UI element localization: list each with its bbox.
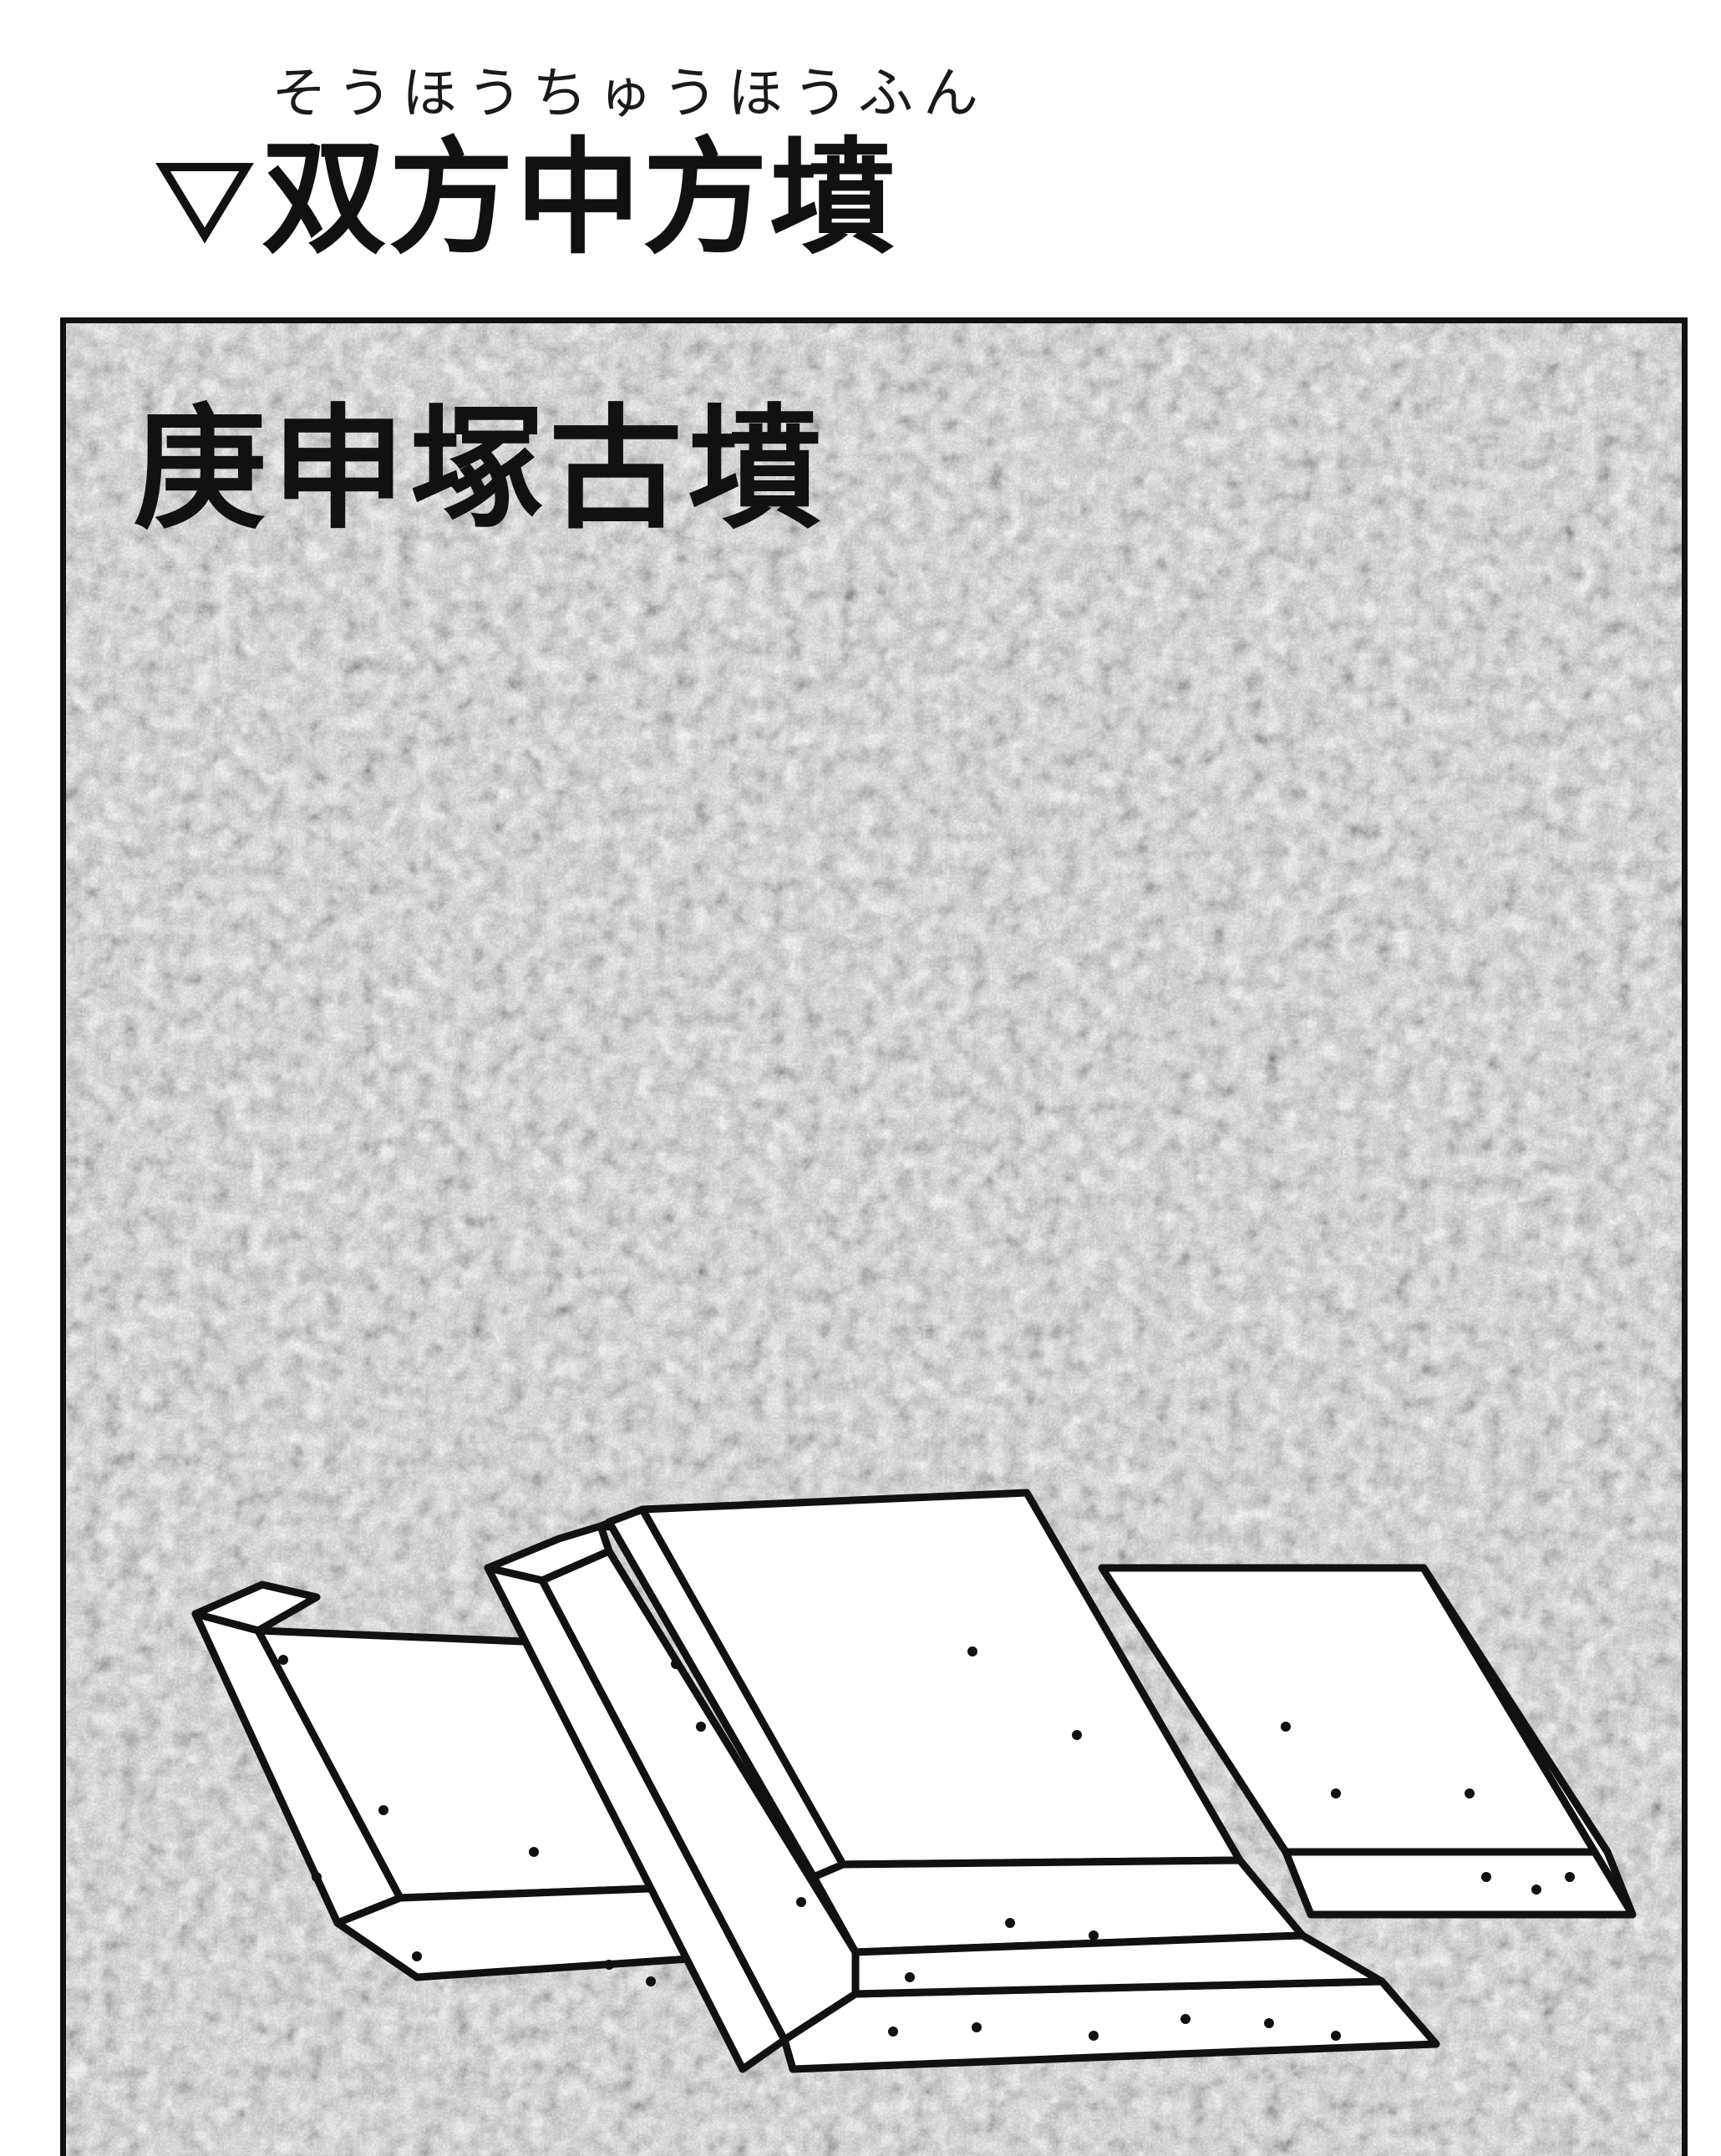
illustration-panel: 庚申塚古墳: [60, 317, 1688, 2156]
right-square-block: [1098, 1564, 1637, 1919]
heading-reading: そうほうちゅうほうふん: [272, 61, 988, 125]
center-rectangle-block: [597, 1489, 1307, 1956]
mound-speckles: [278, 1646, 1575, 2041]
center-ridge-block: [484, 1522, 1440, 2073]
triangle-marker-icon: [155, 163, 254, 244]
tomb-mound-illustration: [191, 1489, 1637, 2073]
heading-title: 双方中方墳: [261, 126, 897, 271]
page-heading: 双方中方墳: [155, 132, 896, 266]
tomb-name: 庚申塚古墳: [133, 391, 827, 547]
